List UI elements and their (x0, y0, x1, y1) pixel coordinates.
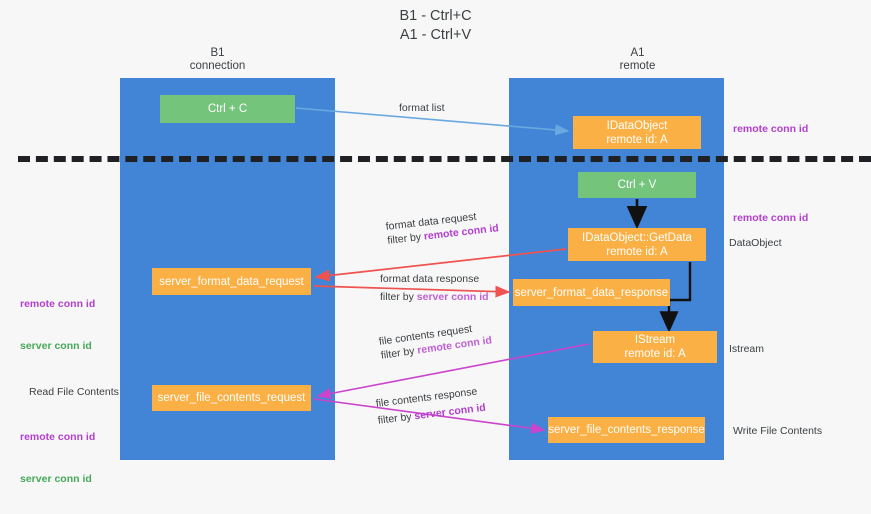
node-idataobject[interactable]: IDataObject remote id: A (573, 116, 701, 149)
edge-label-format-data-request: format data request filter by remote con… (385, 207, 499, 248)
node-idataobject-getdata[interactable]: IDataObject::GetData remote id: A (568, 228, 706, 261)
diagram-canvas: B1 - Ctrl+C A1 - Ctrl+V B1 connection A1… (18, 8, 871, 485)
edge-label-format-list: format list (399, 101, 445, 115)
column-header-b1: B1 connection (189, 47, 246, 72)
edge-label-format-data-response: format data response filter by server co… (380, 272, 489, 304)
annotation-left-read-file-contents: Read File Contents (29, 386, 119, 398)
node-istream[interactable]: IStream remote id: A (593, 331, 717, 363)
edge-label-format-list-text: format list (399, 102, 445, 114)
annotation-left-conn-ids-2: remote conn id server conn id (20, 402, 95, 514)
filter-prefix: filter by (377, 410, 416, 427)
page-title: B1 - Ctrl+C A1 - Ctrl+V (399, 8, 472, 43)
annotation-right-remote-conn-id-mid: remote conn id (733, 212, 809, 224)
node-server-file-contents-request[interactable]: server_file_contents_request (152, 385, 311, 411)
annotation-left-remote-conn-id-2: remote conn id (20, 431, 96, 443)
annotation-left-server-conn-id: server conn id (20, 340, 92, 352)
filter-prefix: filter by (386, 230, 425, 247)
edge-label-format-data-response-line1: format data response (380, 273, 480, 285)
annotation-right-write-file-contents: Write File Contents (733, 425, 823, 437)
filter-prefix: filter by (380, 291, 417, 303)
filter-key-server-conn-id: server conn id (416, 291, 489, 303)
node-ctrl-v[interactable]: Ctrl + V (578, 172, 696, 198)
node-ctrl-c[interactable]: Ctrl + C (160, 95, 295, 123)
node-server-file-contents-response[interactable]: server_file_contents_response (548, 417, 705, 443)
annotation-right-remote-conn-id-top: remote conn id (733, 123, 809, 135)
edge-label-format-data-response-line2: filter by server conn id (380, 290, 489, 304)
annotation-right-dataobject: DataObject (729, 237, 782, 249)
column-header-a1: A1 remote (619, 47, 656, 72)
phase-divider (18, 156, 871, 162)
annotation-left-server-conn-id-2: server conn id (20, 473, 92, 485)
annotation-left-conn-ids: remote conn id server conn id (20, 269, 95, 381)
edge-label-file-contents-response: file contents response filter by server … (375, 384, 487, 428)
node-server-format-data-response[interactable]: server_format_data_response (513, 279, 670, 306)
annotation-right-istream: Istream (729, 343, 765, 355)
annotation-left-remote-conn-id: remote conn id (20, 298, 96, 310)
filter-prefix: filter by (380, 344, 419, 362)
node-server-format-data-request[interactable]: server_format_data_request (152, 268, 311, 295)
edge-label-file-contents-request: file contents request filter by remote c… (378, 319, 493, 362)
